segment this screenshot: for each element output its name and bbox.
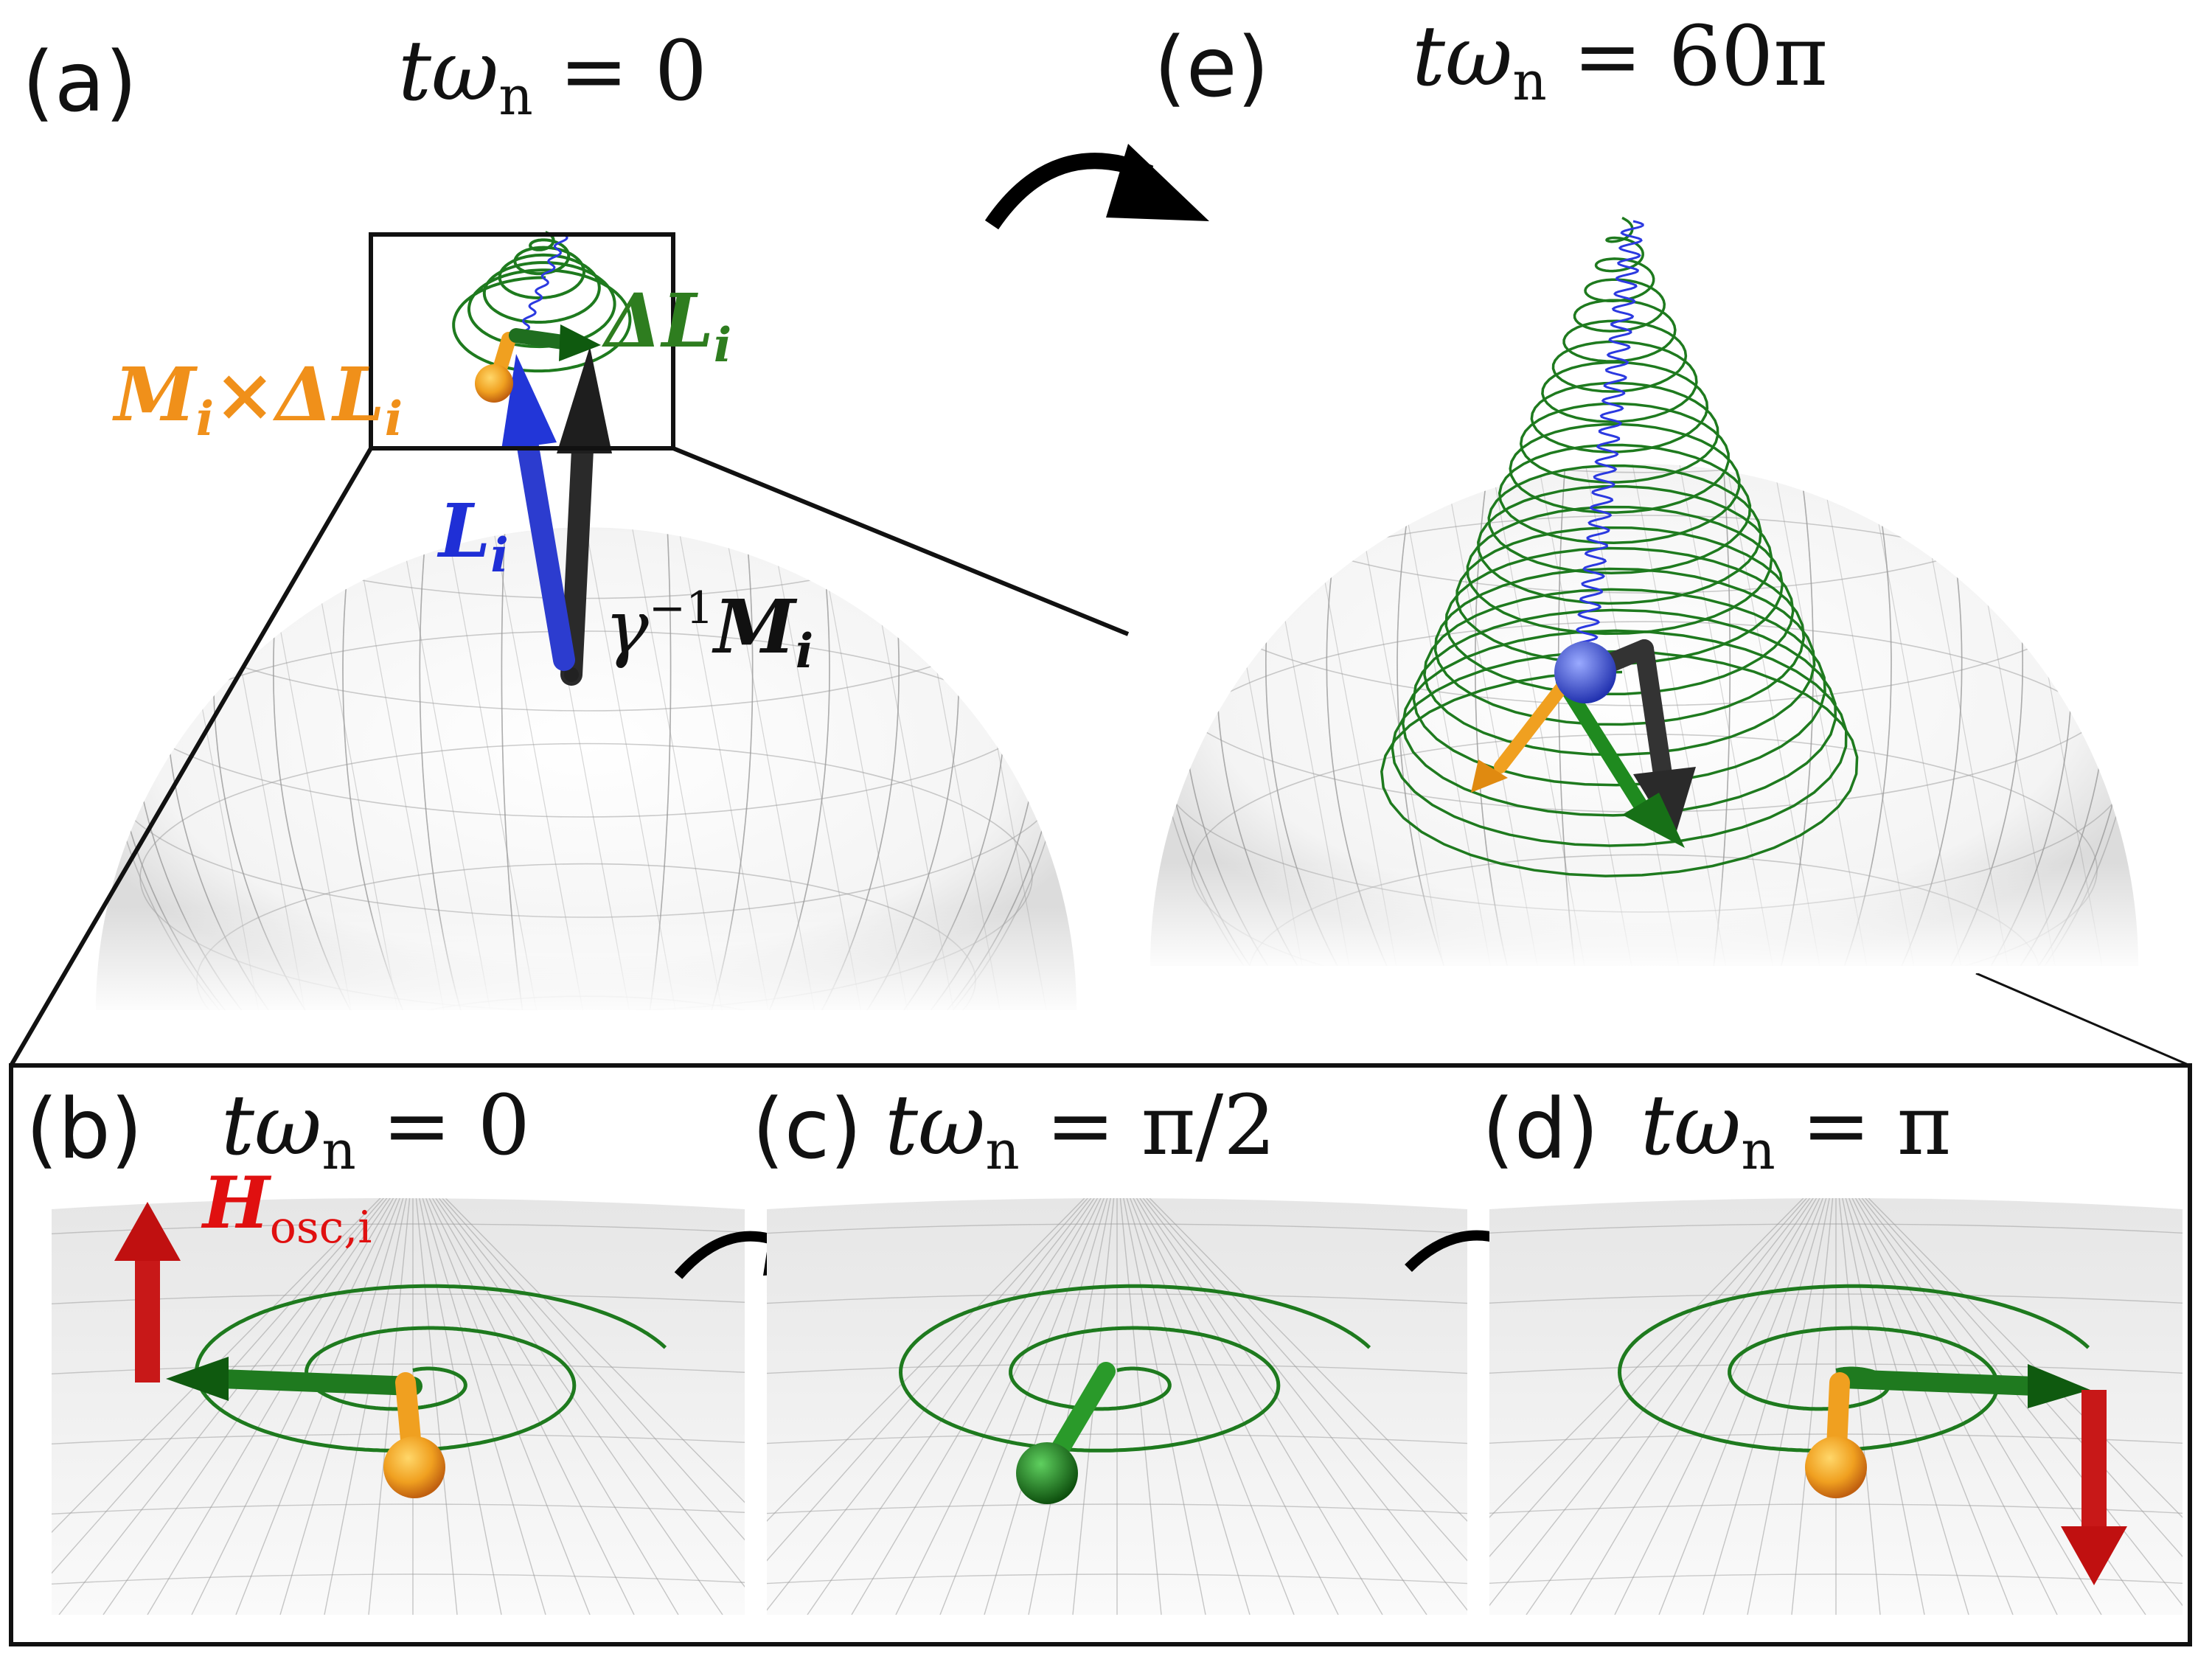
h-osc-arrow-b [114,1202,181,1382]
l-arrow-e [1554,641,1616,703]
torque-arrow-e [1471,679,1570,793]
sphere-e [1150,464,2138,966]
l-arrow-a [501,354,575,671]
h-osc-arrow-d [2061,1390,2127,1585]
time-label-a: tωn = 0 [398,24,707,127]
trajectory-green-c [898,1284,1371,1453]
arrow-a-to-e [984,144,1209,230]
trajectory-green-b [194,1284,667,1453]
delta-l-arrow-a [509,324,601,361]
bottom-frame [9,1063,2192,1646]
label-l: Li [437,487,509,583]
torque-arrow-b [383,1372,445,1498]
panel-tag-a: (a) [22,35,137,131]
torque-arrow-a [475,332,516,403]
delta-l-arrow-b [166,1357,422,1401]
time-label-d: tωn = π [1641,1078,1951,1181]
panel-d: (d) tωn = π [1482,1078,2183,1615]
delta-l-arrow-e [1556,675,1685,848]
trajectory-green-e [1380,216,1859,877]
trajectory-blue-e [1574,220,1644,650]
panel-tag-b: (b) [26,1082,142,1178]
panel-c: (c) tωn = π/2 [752,1078,1467,1615]
panel-a: (a) tωn = 0 ΔLi Mi×ΔLi Li γ− [22,24,1106,1018]
label-torque: Mi×ΔLi [112,351,403,447]
m-arrow-a [557,347,612,686]
label-h-osc: Hosc,i [201,1161,372,1253]
panel-e: (e) tωn = 60π [1128,9,2160,973]
label-delta-l: ΔLi [601,277,731,373]
delta-l-arrow-c [1016,1362,1116,1504]
panel-tag-e: (e) [1154,20,1269,116]
torque-arrow-d [1805,1372,1867,1498]
panel-b: (b) tωn = 0 Hosc,i [26,1078,745,1615]
trajectory-green-a [452,231,632,373]
trajectory-blue-a [515,233,568,341]
delta-l-arrow-d [1834,1364,2090,1408]
surface-mesh-c [767,1198,1467,1615]
panel-tag-c: (c) [752,1082,862,1178]
trajectory-green-d [1617,1284,2090,1453]
label-m: γ−1Mi [605,582,813,679]
zoom-connectors [9,446,2191,1067]
time-label-c: tωn = π/2 [885,1078,1276,1181]
zoom-box-a [369,232,675,451]
time-label-e: tωn = 60π [1412,9,1828,112]
panel-tag-d: (d) [1482,1082,1599,1178]
time-label-b: tωn = 0 [221,1078,530,1181]
